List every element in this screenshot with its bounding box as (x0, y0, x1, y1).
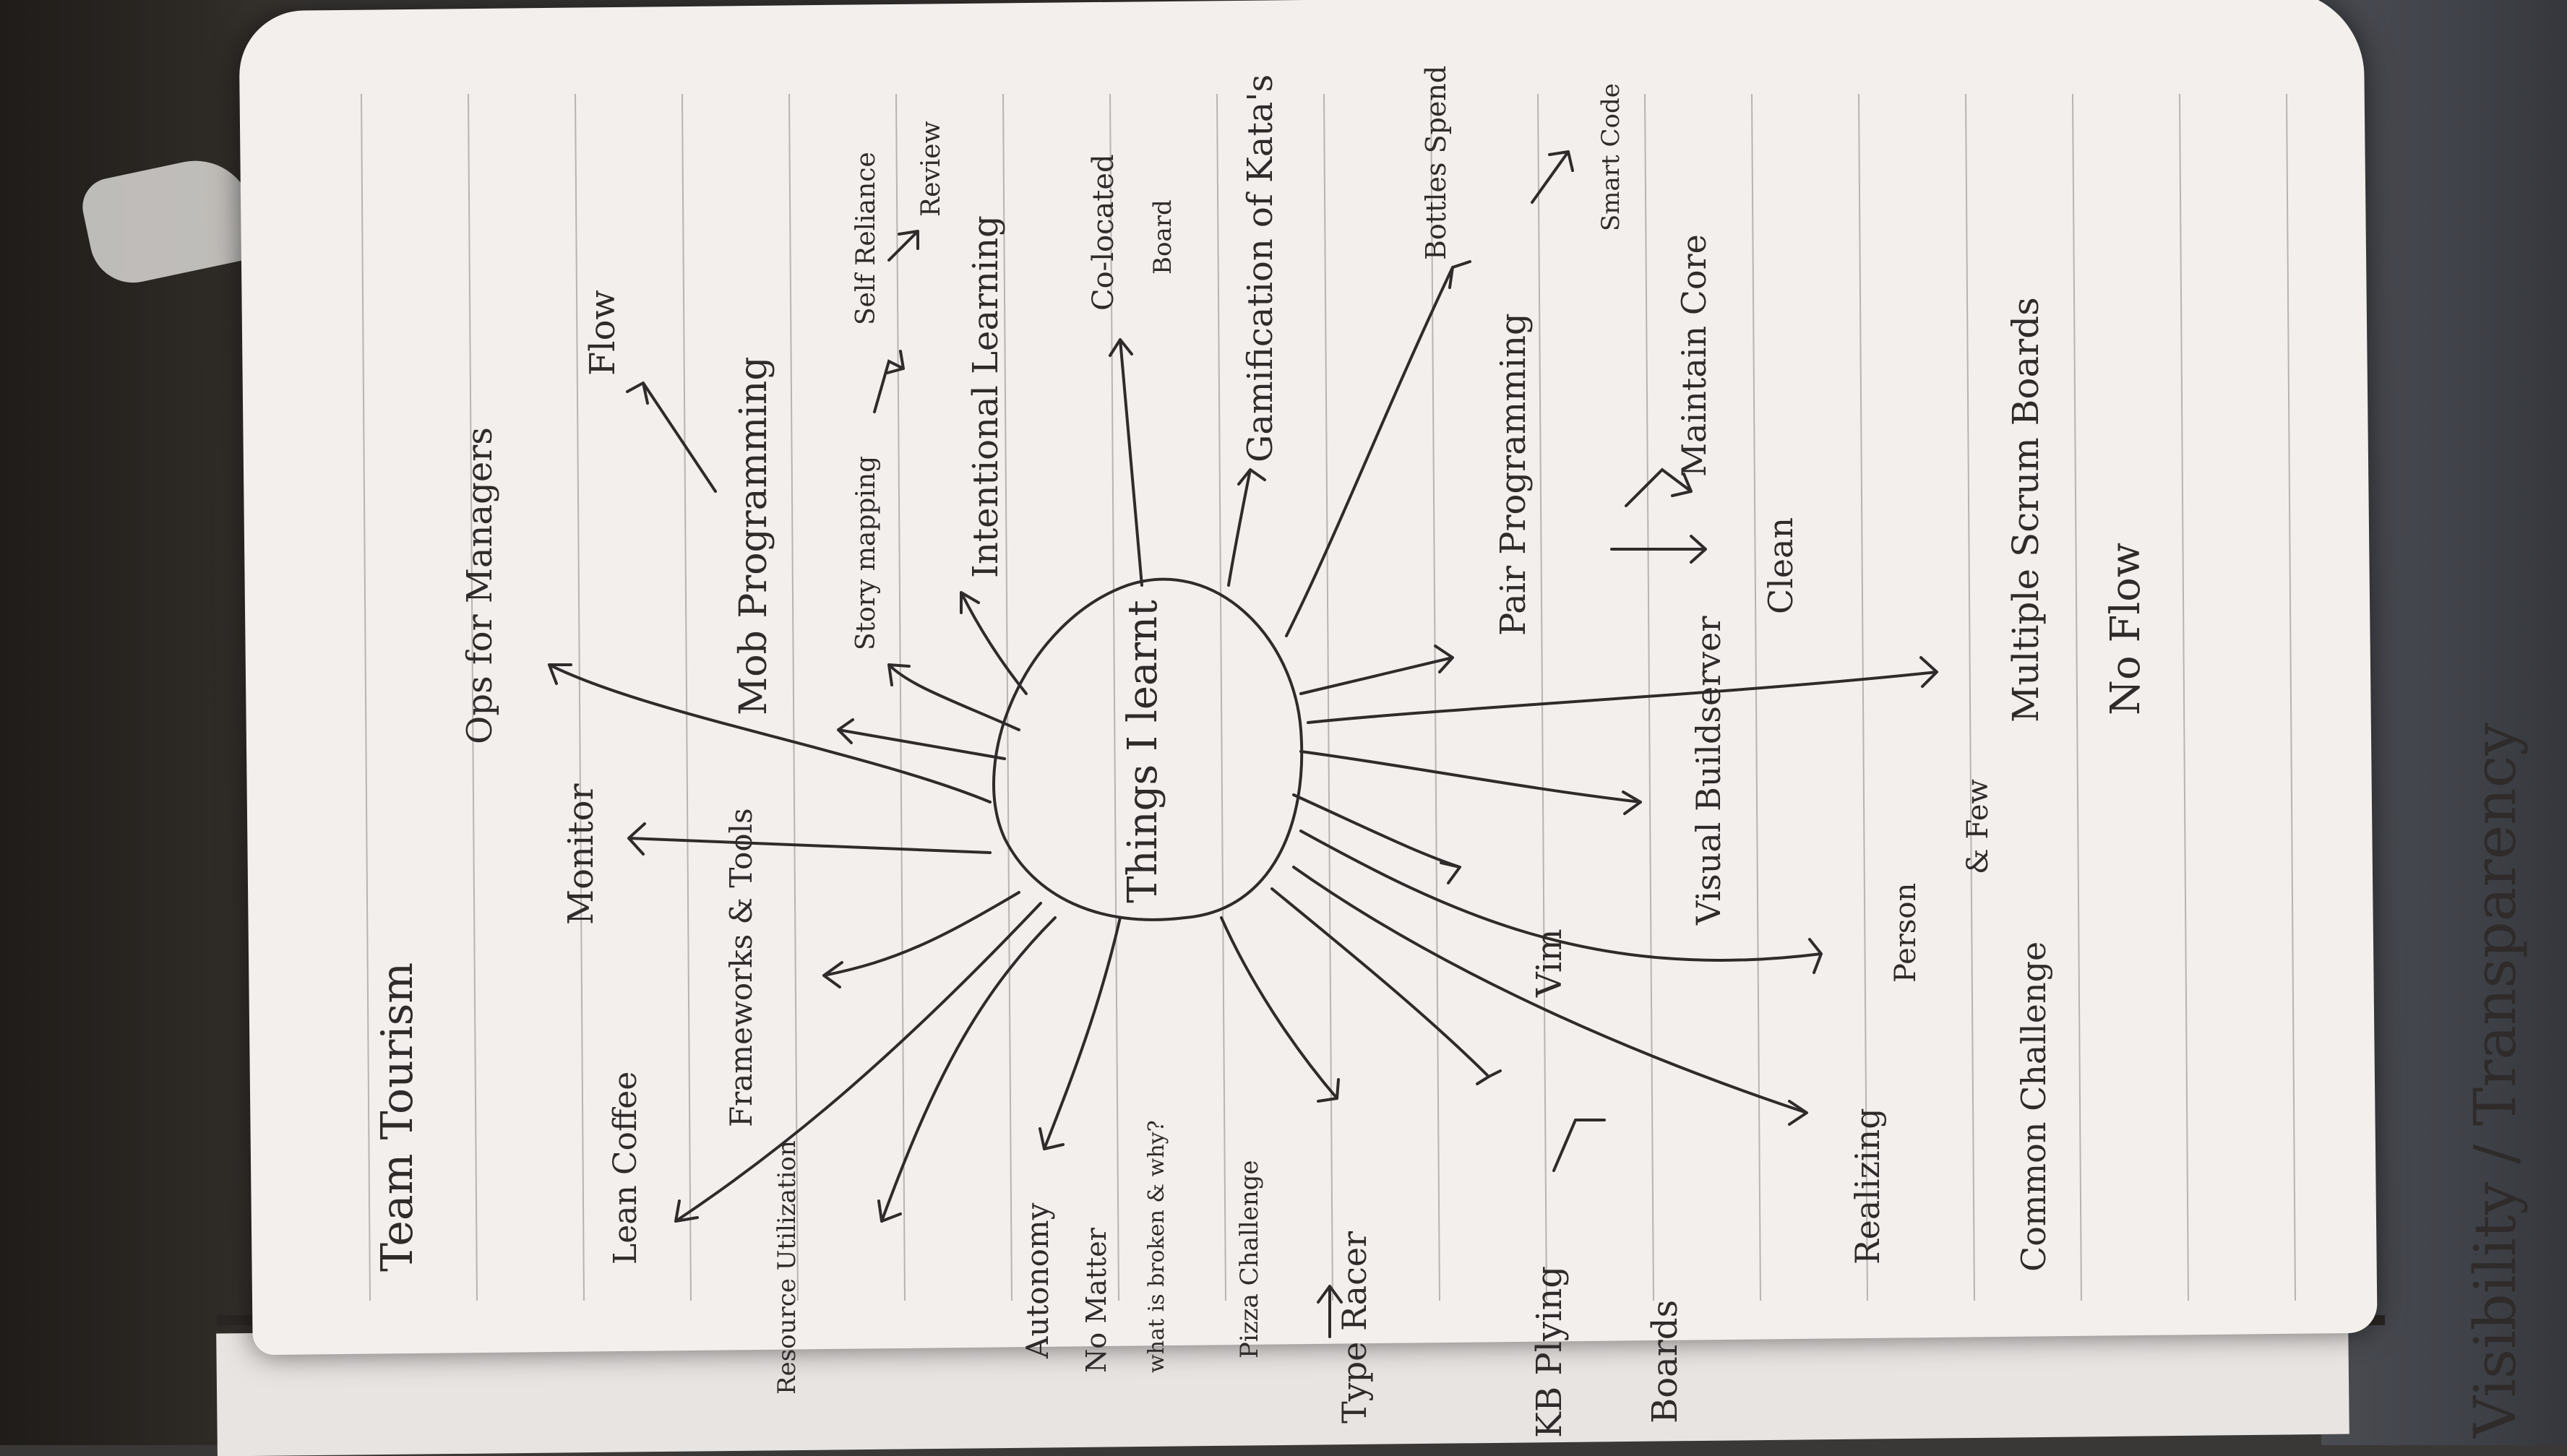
label-ops: Ops for Managers (460, 427, 500, 744)
label-gamification: Gamification of Kata's (1240, 74, 1281, 462)
label-smart-code: Smart Code (1596, 83, 1625, 231)
label-common: Common Challenge (2014, 942, 2053, 1272)
label-intentional: Intentional Learning (966, 215, 1006, 578)
arrow-ops-managers (548, 663, 992, 804)
label-frameworks: Frameworks & Tools (723, 808, 759, 1127)
label-monitor: Monitor (561, 784, 601, 926)
ruled-line (2179, 93, 2189, 1301)
arrow-pizza-up (1317, 1285, 1343, 1338)
label-kb: KB Plying (1529, 1266, 1570, 1438)
ruled-line (681, 93, 692, 1301)
arrow-person (1299, 830, 1823, 974)
label-review: Review (916, 121, 946, 217)
label-no-matter: No Matter (1080, 1227, 1112, 1373)
arrow-type-racer (1220, 916, 1340, 1103)
arrow-review (887, 230, 919, 262)
ruled-line (2286, 93, 2296, 1301)
label-flow: Flow (582, 290, 623, 376)
label-boards: Boards (1645, 1300, 1685, 1423)
ruled-line (1323, 93, 1333, 1301)
ruled-line (1216, 93, 1226, 1301)
arrow-smart-code (1531, 150, 1574, 204)
arrow-intentional (960, 591, 1028, 695)
arrow-flow (626, 382, 717, 493)
label-no-flow: No Flow (2102, 543, 2149, 715)
label-visual: Visual Buildserver (1689, 616, 1728, 926)
arrow-colocated (1109, 338, 1143, 587)
label-vim: Vim (1529, 929, 1570, 998)
arrow-lean-coffee (674, 902, 1042, 1223)
arrow-kb-hook (1552, 1119, 1606, 1172)
label-maintain: Maintain Core (1674, 234, 1714, 477)
handwritten-labels: Team Tourism Visibility / Transparency T… (372, 66, 2529, 1439)
ruled-line (361, 93, 371, 1301)
arrow-story (887, 663, 1020, 731)
ruled-line (1109, 93, 1119, 1301)
label-board: Board (1148, 199, 1177, 275)
label-bottles: Bottles Spend (1420, 66, 1452, 260)
label-pizza: Pizza Challenge (1235, 1160, 1264, 1359)
label-team-tourism: Team Tourism (372, 962, 423, 1272)
label-person: Person (1889, 883, 1922, 983)
ruled-line (788, 93, 799, 1301)
arrow-realizing (1292, 866, 1808, 1126)
label-self-reliance: Self Reliance (851, 152, 881, 325)
ruled-line (1430, 93, 1440, 1301)
arrow-pair (1299, 645, 1454, 695)
arrow-bottles (1285, 260, 1471, 637)
label-story: Story mapping (851, 456, 881, 650)
ruled-line (1858, 93, 1868, 1301)
label-type-racer: Type Racer (1335, 1231, 1374, 1423)
arrow-multiple-boards (1307, 656, 1938, 724)
label-resource: Resource Utilization (773, 1140, 801, 1395)
arrow-pair-down (1610, 535, 1707, 564)
arrow-monitor (627, 822, 992, 856)
label-pair: Pair Programming (1493, 313, 1534, 636)
arrow-frameworks (822, 891, 1020, 988)
ruled-line (1965, 93, 1975, 1301)
ruled-line (1751, 93, 1761, 1301)
arrow-vim (1292, 793, 1461, 884)
ruled-line (1537, 93, 1547, 1301)
mind-map-arrows (548, 150, 1938, 1338)
label-center: Things I learnt (1119, 600, 1166, 903)
arrow-mob (837, 718, 1006, 760)
ruled-line (2072, 93, 2082, 1301)
ruled-line (1002, 93, 1012, 1301)
arrow-kb (1270, 887, 1502, 1085)
ruled-line (895, 93, 906, 1301)
arrow-gamification (1227, 468, 1266, 587)
ruled-line (575, 93, 585, 1301)
label-realizing: Realizing (1848, 1108, 1887, 1265)
label-multiple: Multiple Scrum Boards (2005, 297, 2047, 723)
ruled-line (468, 93, 478, 1301)
label-few: & Few (1961, 779, 1995, 874)
label-colocated: Co-located (1087, 154, 1120, 311)
label-visibility: Visibility / Transparency (2461, 723, 2529, 1439)
label-clean: Clean (1761, 517, 1800, 614)
arrow-visual (1299, 750, 1642, 815)
arrow-maintain (1625, 468, 1693, 507)
label-lean-coffee: Lean Coffee (607, 1072, 644, 1265)
label-mob: Mob Programming (732, 356, 775, 715)
central-bubble (992, 577, 1304, 921)
label-autonomy: Autonomy (1020, 1202, 1055, 1359)
label-what-broken: what is broken & why? (1144, 1120, 1169, 1373)
arrow-self-reliance (873, 350, 905, 413)
arrow-autonomy (1039, 916, 1122, 1150)
arrow-resource (877, 916, 1057, 1223)
